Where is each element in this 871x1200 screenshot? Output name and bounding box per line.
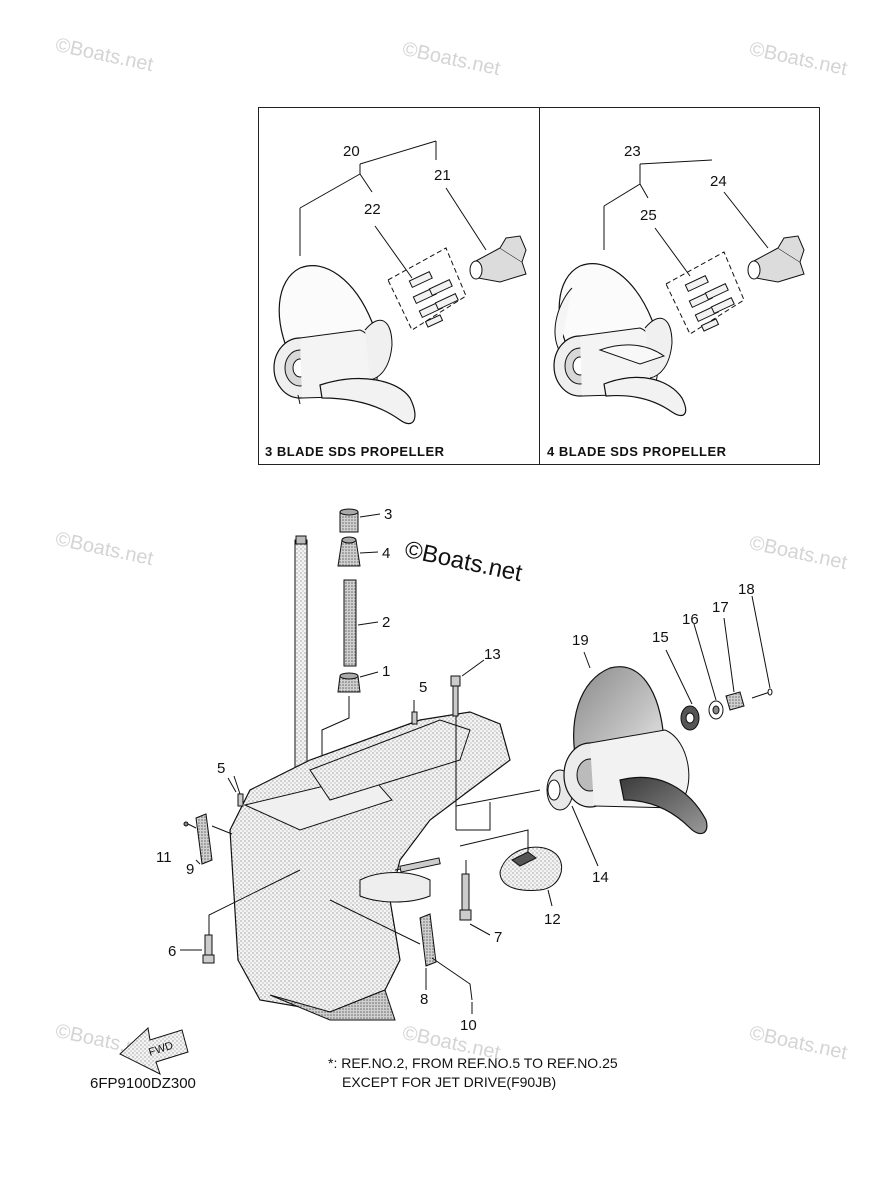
cushion-parts-4-blade bbox=[684, 275, 735, 332]
footnote-line-1: *: REF.NO.2, FROM REF.NO.5 TO REF.NO.25 bbox=[328, 1055, 618, 1071]
part-4-bushing bbox=[337, 536, 361, 567]
part-2-water-tube bbox=[343, 579, 357, 667]
callout-21: 21 bbox=[434, 167, 451, 184]
propeller-3-blade bbox=[273, 265, 416, 425]
callout-12: 12 bbox=[544, 911, 561, 928]
inset-3-blade-caption: 3 BLADE SDS PROPELLER bbox=[265, 444, 445, 459]
callout-24: 24 bbox=[710, 173, 727, 190]
inset-4-blade-caption: 4 BLADE SDS PROPELLER bbox=[547, 444, 727, 459]
spline-adapter-4-blade bbox=[747, 235, 805, 283]
callout-13: 13 bbox=[484, 646, 501, 663]
callout-9: 9 bbox=[186, 861, 194, 878]
callout-16: 16 bbox=[682, 611, 699, 628]
part-7-bolt bbox=[459, 873, 472, 921]
part-6-bolt bbox=[202, 934, 215, 964]
part-3-bushing bbox=[339, 508, 359, 533]
callout-6: 6 bbox=[168, 943, 176, 960]
callout-14: 14 bbox=[592, 869, 609, 886]
lower-unit-housing bbox=[229, 711, 511, 1021]
part-5-dowel bbox=[411, 711, 418, 725]
callout-22: 22 bbox=[364, 201, 381, 218]
callout-3: 3 bbox=[384, 506, 392, 523]
callout-25: 25 bbox=[640, 207, 657, 224]
callout-7: 7 bbox=[494, 929, 502, 946]
callout-8: 8 bbox=[420, 991, 428, 1008]
part-16-washer bbox=[708, 700, 724, 720]
callout-23: 23 bbox=[624, 143, 641, 160]
callout-1: 1 bbox=[382, 663, 390, 680]
cushion-parts-3-blade bbox=[408, 271, 459, 328]
drive-shaft bbox=[294, 535, 308, 791]
callout-15: 15 bbox=[652, 629, 669, 646]
callout-18: 18 bbox=[738, 581, 755, 598]
callout-4: 4 bbox=[382, 545, 390, 562]
part-8-plate bbox=[419, 913, 437, 967]
propeller-4-blade bbox=[553, 263, 687, 417]
part-15-washer bbox=[680, 705, 700, 731]
callout-5-right: 5 bbox=[419, 679, 427, 696]
part-13-bolt bbox=[450, 675, 461, 717]
part-12-anode bbox=[499, 846, 562, 891]
part-18-cotter-pin bbox=[751, 688, 773, 699]
callout-19: 19 bbox=[572, 632, 589, 649]
part-17-nut bbox=[725, 691, 745, 711]
callout-numbers: 20 21 22 23 24 25 3 4 2 1 13 5 5 11 9 6 … bbox=[156, 143, 755, 1034]
callout-5-left: 5 bbox=[217, 760, 225, 777]
callout-17: 17 bbox=[712, 599, 729, 616]
callout-2: 2 bbox=[382, 614, 390, 631]
part-9-plate bbox=[195, 813, 213, 865]
diagram-code: 6FP9100DZ300 bbox=[90, 1075, 196, 1092]
part-5-dowel-left bbox=[237, 793, 244, 807]
footnote-line-2: EXCEPT FOR JET DRIVE(F90JB) bbox=[342, 1074, 557, 1090]
part-1-grommet bbox=[337, 672, 361, 693]
callout-10: 10 bbox=[460, 1017, 477, 1034]
callout-11: 11 bbox=[156, 849, 172, 866]
spline-adapter-3-blade bbox=[469, 235, 527, 283]
callout-20: 20 bbox=[343, 143, 360, 160]
fwd-arrow-icon: FWD bbox=[119, 1027, 189, 1075]
part-19-propeller bbox=[563, 666, 708, 835]
